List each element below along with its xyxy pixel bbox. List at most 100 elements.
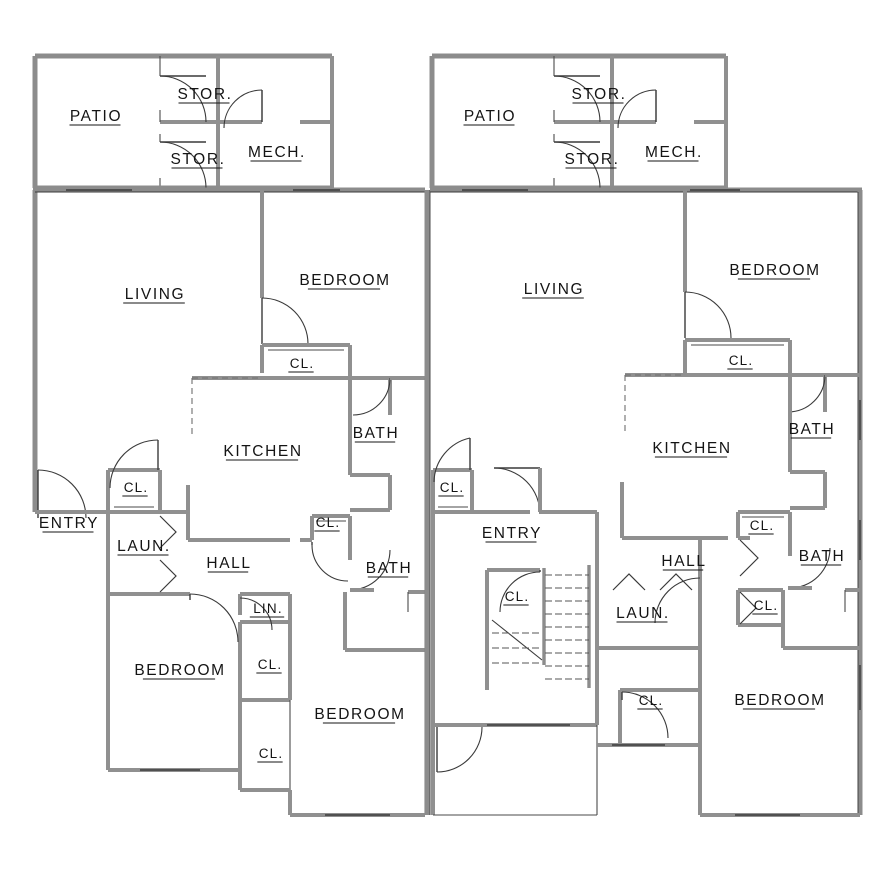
room-label-text: STOR. <box>571 86 626 103</box>
unit-right-labels: PATIO STOR. STOR. MECH. LIVING BEDROOM CL. BATH… <box>463 86 846 710</box>
door-arc-center-low <box>436 726 483 773</box>
room-label-cl-right-hall: CL. <box>748 518 775 535</box>
room-label-text: MECH. <box>645 144 703 161</box>
room-label-living-left: LIVING <box>123 286 185 304</box>
door-arc-stor-right-lo <box>553 141 601 189</box>
room-label-text: BATH <box>799 548 846 565</box>
room-label-text: LAUN. <box>616 605 670 622</box>
room-label-text: BEDROOM <box>729 262 820 279</box>
room-label-text: BEDROOM <box>734 692 825 709</box>
room-label-patio-right: PATIO <box>463 108 516 126</box>
door-arc-bedroom-left-sw <box>189 593 239 643</box>
room-label-cl-left-hall: CL. <box>314 515 341 532</box>
stair-winder-diagonal <box>491 619 543 661</box>
fold-door-cl-right-hall <box>739 539 759 577</box>
room-label-bedroom-left-n: BEDROOM <box>299 272 390 290</box>
room-label-hall-left: HALL <box>206 555 251 573</box>
room-label-text: CL. <box>639 693 664 708</box>
room-label-mech-left: MECH. <box>248 144 306 162</box>
room-label-text: LAUN. <box>117 538 171 555</box>
room-label-text: LIVING <box>125 286 185 303</box>
room-label-text: BATH <box>366 560 413 577</box>
room-label-text: CL. <box>505 589 530 604</box>
fold-door-laun-right-a <box>612 573 646 591</box>
room-label-patio-left: PATIO <box>69 108 122 126</box>
room-label-laun-right: LAUN. <box>616 605 670 623</box>
room-label-entry-left: ENTRY <box>39 515 99 533</box>
room-label-kitchen-right: KITCHEN <box>652 440 731 458</box>
room-label-bath-right-n: BATH <box>789 421 836 439</box>
fold-door-laun-right-b <box>659 573 693 591</box>
fold-door-cl-right-mid <box>739 591 757 625</box>
room-label-text: STOR. <box>177 86 232 103</box>
room-label-cl-left-entry: CL. <box>122 480 148 497</box>
door-arc-hall-right <box>654 577 701 624</box>
room-label-text: CL. <box>316 515 341 530</box>
room-label-laun-left: LAUN. <box>117 538 171 556</box>
room-label-text: PATIO <box>70 108 122 125</box>
room-label-bath-left-n: BATH <box>353 425 398 443</box>
door-arc-bath-left-n <box>352 377 391 416</box>
room-label-stor-left-lo: STOR. <box>170 151 225 169</box>
door-arc-lin-left <box>239 597 273 631</box>
room-label-text: PATIO <box>464 108 516 125</box>
room-label-text: CL. <box>729 353 754 368</box>
door-arc-stor-left-up <box>159 75 207 123</box>
door-arc-mech-left <box>223 89 263 129</box>
room-label-cl-right-low: CL. <box>637 693 664 710</box>
room-label-stor-right-up: STOR. <box>571 86 626 104</box>
room-label-hall-right: HALL <box>661 553 706 571</box>
room-label-text: STOR. <box>170 151 225 168</box>
room-label-text: BATH <box>789 421 836 438</box>
room-label-cl-left-mid: CL. <box>256 657 282 674</box>
room-label-text: CL. <box>290 356 315 371</box>
room-label-bedroom-right-s: BEDROOM <box>734 692 825 710</box>
room-label-text: ENTRY <box>39 515 99 532</box>
room-label-text: HALL <box>661 553 706 570</box>
door-arc-bedroom-left-n <box>261 297 309 345</box>
room-label-mech-right: MECH. <box>645 144 703 162</box>
room-label-cl-center-left: CL. <box>438 480 465 497</box>
room-label-cl-center: CL. <box>503 589 530 606</box>
room-label-bedroom-right-n: BEDROOM <box>729 262 820 280</box>
room-label-bath-right-s: BATH <box>799 548 846 566</box>
room-label-text: BEDROOM <box>314 706 405 723</box>
door-arc-cl-left-entry <box>109 439 159 489</box>
room-label-text: BEDROOM <box>134 662 225 679</box>
room-label-cl-left-bed-n: CL. <box>288 356 315 373</box>
room-label-kitchen-left: KITCHEN <box>223 443 302 461</box>
fold-door-laun-left-lower <box>159 559 177 593</box>
room-label-text: KITCHEN <box>223 443 302 460</box>
room-label-entry-center: ENTRY <box>482 525 541 543</box>
door-arc-mech-right <box>617 89 657 129</box>
door-arc-entry-left <box>37 469 87 519</box>
room-label-text: LIVING <box>524 281 584 298</box>
door-arc-cl-right-low <box>621 691 669 739</box>
door-arc-stor-right-up <box>553 75 601 123</box>
unit-left-walls <box>32 53 426 817</box>
room-label-text: HALL <box>206 555 251 572</box>
room-label-text: CL. <box>440 480 465 495</box>
room-label-text: CL. <box>750 518 775 533</box>
door-arc-stor-left-lo <box>159 141 207 189</box>
room-label-bedroom-left-s: BEDROOM <box>314 706 405 724</box>
door-arc-bath-right-n <box>787 374 826 413</box>
room-label-text: CL. <box>754 598 779 613</box>
room-label-cl-right-mid: CL. <box>752 598 779 615</box>
room-label-stor-right-lo: STOR. <box>564 151 618 169</box>
unit-right-walls <box>429 53 863 817</box>
room-label-text: LIN. <box>253 601 283 616</box>
room-label-text: BEDROOM <box>299 272 390 289</box>
door-arc-cl-center <box>499 571 541 613</box>
room-label-cl-left-low: CL. <box>257 746 284 763</box>
room-label-text: KITCHEN <box>652 440 731 457</box>
room-label-lin-left: LIN. <box>249 601 285 618</box>
room-label-text: CL. <box>259 746 284 761</box>
room-label-cl-right-bed-n: CL. <box>727 353 754 370</box>
fold-door-laun-left-upper <box>159 515 177 549</box>
room-label-bath-left-s: BATH <box>366 560 413 578</box>
room-label-stor-left-up: STOR. <box>177 86 232 104</box>
central-core-walls <box>424 190 599 816</box>
room-label-text: MECH. <box>248 144 306 161</box>
